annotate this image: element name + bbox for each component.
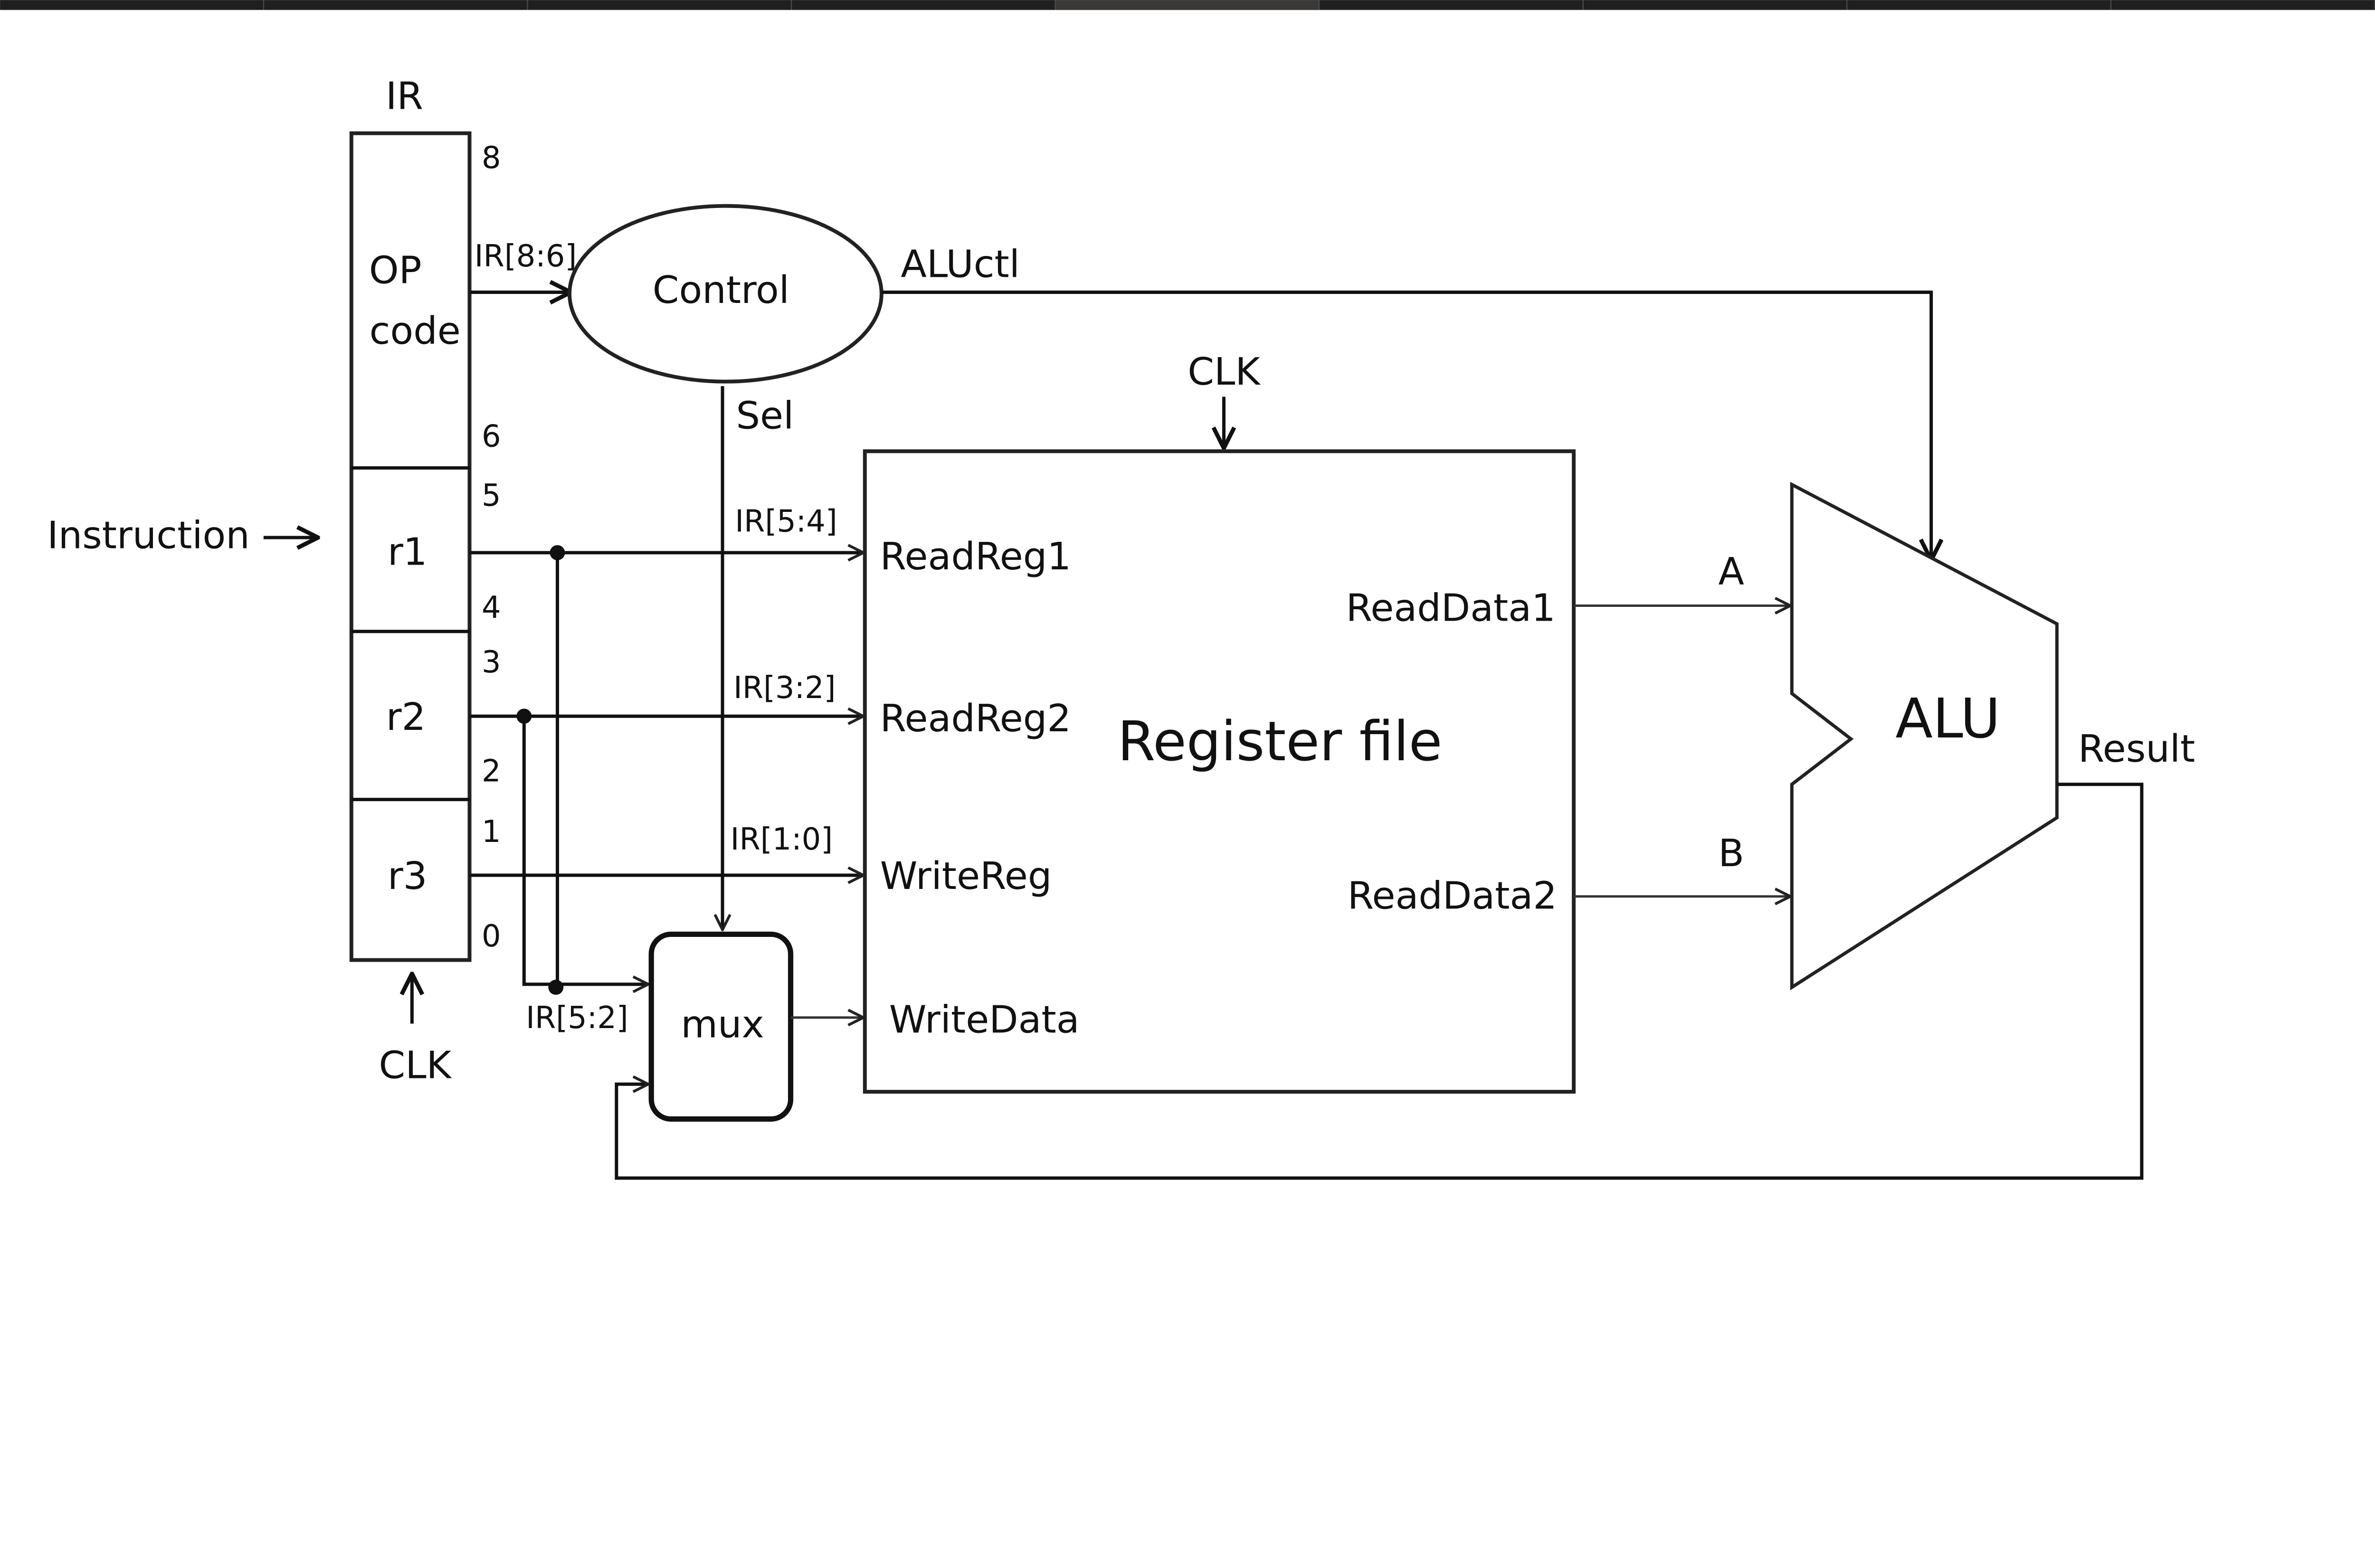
junction-dot — [516, 708, 532, 724]
window-tab[interactable] — [527, 0, 791, 10]
alu — [1790, 482, 2059, 991]
port-readdata2: ReadData2 — [1348, 873, 1557, 917]
ir32-label: IR[3:2] — [733, 671, 836, 706]
bit-number: 6 — [482, 419, 501, 454]
ir54-label: IR[5:4] — [735, 504, 837, 539]
port-readdata1: ReadData1 — [1346, 586, 1556, 630]
mux — [648, 931, 794, 1122]
aluctl-label: ALUctl — [901, 242, 1020, 286]
ir-title: IR — [386, 74, 423, 118]
control-label: Control — [653, 268, 789, 312]
bit-number: 4 — [482, 590, 501, 625]
r1r2-to-mux-wire — [522, 716, 648, 984]
window-tab[interactable] — [1319, 0, 1583, 10]
ir52-label: IR[5:2] — [526, 1001, 628, 1036]
register-file — [863, 449, 1576, 1094]
ir-clk-label: CLK — [379, 1043, 452, 1087]
port-readreg1: ReadReg1 — [880, 534, 1071, 578]
regfile-clk-label: CLK — [1188, 349, 1261, 394]
window-tab[interactable] — [1583, 0, 1847, 10]
top-tab-bar — [0, 0, 2375, 10]
field-r1: r1 — [388, 529, 427, 574]
alu-label: ALU — [1895, 687, 2000, 751]
bit-number: 1 — [482, 814, 501, 850]
ir-register — [349, 131, 472, 962]
field-r3: r3 — [388, 854, 427, 898]
opcode-label: OP — [369, 248, 422, 292]
mux-label: mux — [681, 1002, 764, 1046]
window-tab[interactable] — [791, 0, 1055, 10]
bit-number: 0 — [482, 919, 501, 954]
window-tab[interactable] — [264, 0, 528, 10]
port-writedata: WriteData — [889, 998, 1080, 1042]
window-tab[interactable] — [1847, 0, 2111, 10]
register-file-title: Register file — [1118, 710, 1443, 774]
window-tab[interactable] — [2110, 0, 2375, 10]
bit-number: 2 — [482, 754, 501, 789]
ir10-label: IR[1:0] — [731, 822, 833, 857]
opcode-label: code — [370, 309, 461, 353]
junction-dot — [550, 545, 565, 560]
alu-input-a-label: A — [1718, 549, 1744, 594]
port-writereg: WriteReg — [880, 854, 1052, 898]
field-r2: r2 — [386, 695, 426, 739]
sel-label: Sel — [736, 393, 794, 437]
instruction-label: Instruction — [47, 513, 250, 557]
ir86-label: IR[8:6] — [475, 239, 577, 274]
window-tab[interactable] — [0, 0, 264, 10]
aluctl-wire — [881, 290, 1931, 560]
port-readreg2: ReadReg2 — [880, 696, 1071, 740]
result-feedback-wire — [615, 783, 2144, 1180]
bit-number: 5 — [482, 478, 501, 513]
bit-number: 3 — [482, 645, 501, 680]
alu-result-label: Result — [2078, 727, 2195, 771]
alu-input-b-label: B — [1718, 831, 1744, 875]
junction-dot — [548, 980, 564, 995]
window-tab[interactable] — [1055, 0, 1319, 10]
datapath-diagram: IR OP code r1 r2 r3 8 6 5 4 3 2 1 0 CLK … — [0, 0, 2375, 1180]
bit-number: 8 — [482, 141, 501, 176]
